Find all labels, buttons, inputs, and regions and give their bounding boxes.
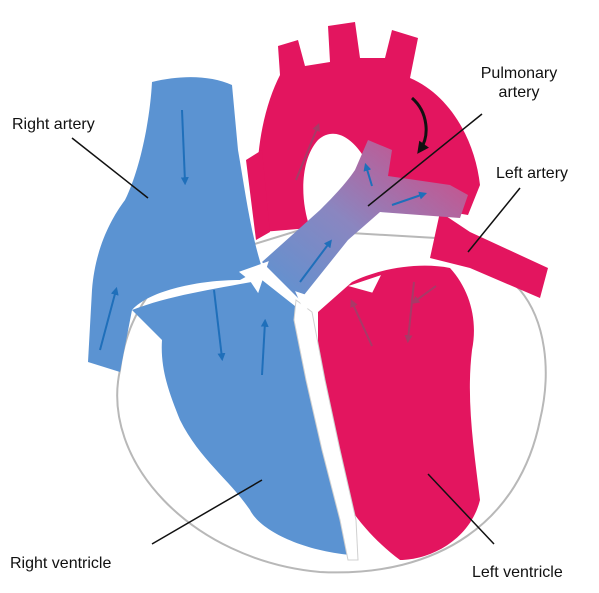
label-right-artery: Right artery [12, 115, 95, 134]
label-pulmonary-artery-line2: artery [472, 83, 566, 102]
label-pulmonary-artery: Pulmonary artery [472, 64, 566, 102]
label-pulmonary-artery-line1: Pulmonary [472, 64, 566, 83]
label-left-ventricle: Left ventricle [472, 563, 563, 582]
label-left-artery: Left artery [496, 164, 568, 183]
leader-left-artery [468, 188, 520, 252]
label-right-ventricle: Right ventricle [10, 554, 111, 573]
leader-right-artery [72, 138, 148, 198]
